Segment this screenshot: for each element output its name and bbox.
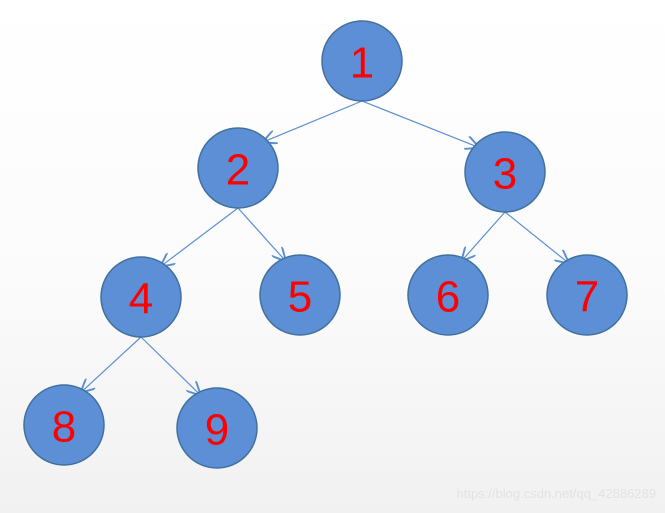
tree-node-9: 9 — [176, 387, 258, 469]
node-label: 7 — [575, 273, 599, 322]
tree-node-4: 4 — [100, 256, 182, 338]
edge-2-5 — [237, 207, 285, 260]
nodes-layer: 1 2 3 4 5 6 7 8 9 — [23, 20, 628, 469]
node-circle — [407, 254, 489, 336]
edge-1-3 — [361, 100, 478, 147]
node-label: 8 — [52, 403, 76, 452]
node-label: 5 — [288, 273, 312, 322]
node-label: 3 — [493, 150, 517, 199]
edges-layer — [82, 100, 569, 395]
node-circle — [100, 256, 182, 338]
node-label: 9 — [205, 406, 229, 455]
tree-node-5: 5 — [259, 254, 341, 336]
node-circle — [259, 254, 341, 336]
node-circle — [176, 387, 258, 469]
tree-node-1: 1 — [321, 20, 403, 102]
node-label: 4 — [129, 275, 153, 324]
edge-4-9 — [140, 336, 200, 395]
edge-4-8 — [82, 336, 142, 392]
node-circle — [321, 20, 403, 102]
tree-node-6: 6 — [407, 254, 489, 336]
edge-3-6 — [462, 211, 506, 260]
tree-node-7: 7 — [546, 254, 628, 336]
edge-3-7 — [504, 211, 568, 263]
tree-node-3: 3 — [464, 131, 546, 213]
node-circle — [23, 384, 105, 466]
watermark-text: https://blog.csdn.net/qq_42886289 — [456, 486, 657, 501]
tree-node-2: 2 — [197, 127, 279, 209]
node-label: 6 — [436, 273, 460, 322]
node-circle — [197, 127, 279, 209]
node-circle — [546, 254, 628, 336]
node-label: 2 — [226, 146, 250, 195]
edge-1-2 — [264, 100, 363, 142]
edge-2-4 — [161, 207, 239, 266]
node-label: 1 — [350, 39, 374, 88]
node-circle — [464, 131, 546, 213]
tree-node-8: 8 — [23, 384, 105, 466]
